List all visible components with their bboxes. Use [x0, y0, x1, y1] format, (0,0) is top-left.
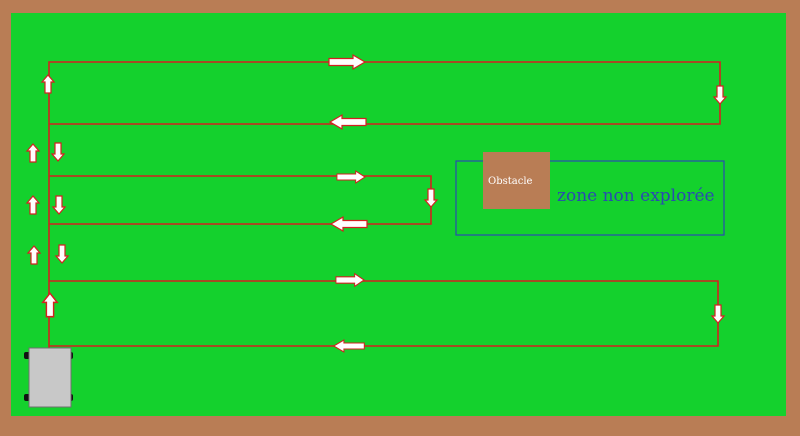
lawn-area — [11, 13, 786, 416]
unexplored-zone-outline — [455, 160, 725, 236]
obstacle-label: Obstacle — [488, 176, 533, 187]
unexplored-zone-label: zone non explorée — [557, 186, 715, 206]
obstacle — [483, 152, 550, 209]
mower-robot-icon — [24, 347, 73, 408]
